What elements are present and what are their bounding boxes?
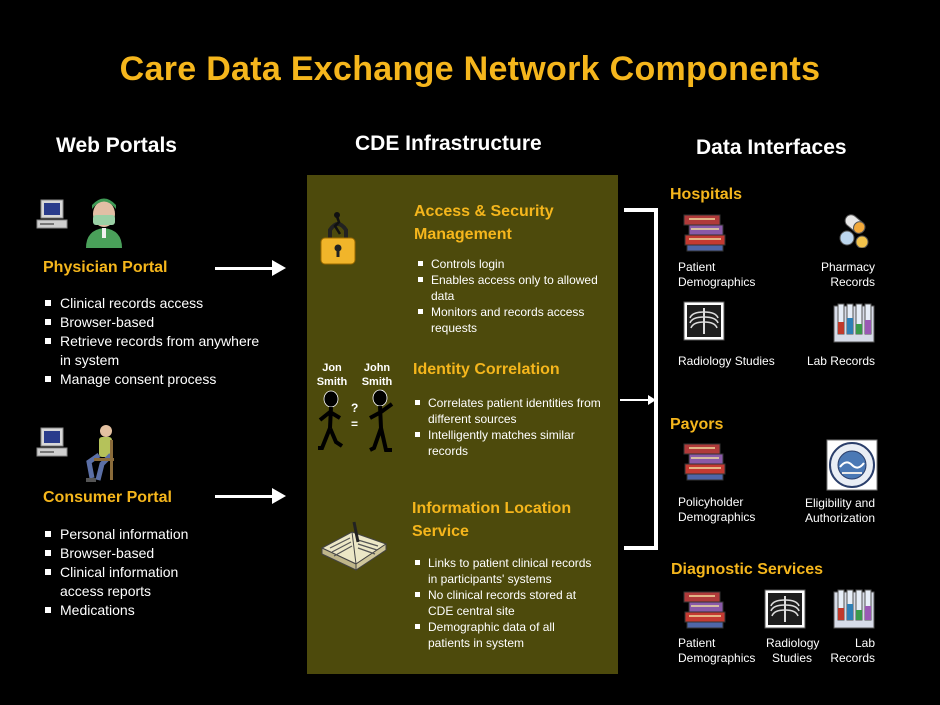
list-item: Intelligently matches similar records	[413, 427, 603, 459]
data-interfaces-heading: Data Interfaces	[696, 136, 847, 159]
computer-icon	[36, 199, 68, 229]
hospitals-radiology-studies: Radiology Studies	[678, 354, 775, 368]
page-title: Care Data Exchange Network Components	[119, 50, 821, 88]
list-item: Personal information	[43, 525, 213, 544]
consumer-arrow-head	[272, 488, 286, 504]
web-portals-heading: Web Portals	[56, 134, 177, 157]
records-books-icon	[683, 591, 726, 629]
access-security-list: Controls login Enables access only to al…	[416, 256, 606, 336]
diagnostic-radiology-studies: Radiology Studies	[766, 636, 820, 665]
payors-policyholder-demographics: Policyholder Demographics	[678, 495, 756, 524]
consumer-portal-title: Consumer Portal	[43, 489, 172, 506]
diagnostic-patient-demographics: Patient Demographics	[678, 636, 756, 665]
list-item: Links to patient clinical records in par…	[413, 555, 598, 587]
data-interface-bracket	[620, 208, 658, 550]
lab-tubes-icon	[833, 589, 875, 629]
consumer-arrow-line	[215, 495, 273, 498]
payors-eligibility-authorization: Eligibility and Authorization	[804, 496, 875, 525]
open-book-icon	[320, 521, 388, 571]
hospitals-title: Hospitals	[670, 186, 743, 203]
seated-person-icon	[86, 425, 114, 482]
physician-portal-title: Physician Portal	[43, 259, 168, 276]
lock-icon	[320, 212, 356, 265]
payors-title: Payors	[670, 416, 724, 433]
diagnostic-lab-records: Lab Records	[830, 636, 875, 665]
list-item: Correlates patient identities from diffe…	[413, 395, 603, 427]
physician-portal-list: Clinical records access Browser-based Re…	[43, 294, 263, 389]
physician-arrow-line	[215, 267, 273, 270]
hospitals-patient-demographics: Patient Demographics	[678, 260, 756, 289]
cde-infrastructure-box	[307, 175, 618, 674]
list-item: Controls login	[416, 256, 606, 272]
computer-icon	[36, 427, 68, 457]
diagnostic-services-title: Diagnostic Services	[671, 561, 824, 578]
xray-icon	[683, 301, 725, 341]
list-item: Manage consent process	[43, 370, 263, 389]
records-books-icon	[683, 214, 726, 252]
cde-infrastructure-heading: CDE Infrastructure	[355, 132, 542, 155]
question-mark: ?	[351, 401, 359, 415]
seal-logo	[826, 439, 878, 491]
identity-correlation-title: Identity Correlation	[413, 361, 560, 378]
list-item: Demographic data of all patients in syst…	[413, 619, 598, 651]
access-security-title: Access & Security Management	[414, 203, 554, 243]
list-item: Browser-based	[43, 313, 263, 332]
hospitals-lab-records: Lab Records	[806, 354, 875, 368]
lab-tubes-icon	[833, 303, 875, 343]
xray-icon	[764, 589, 806, 629]
information-location-title: Information Location Service	[412, 500, 572, 540]
list-item: Monitors and records access requests	[416, 304, 606, 336]
records-books-icon	[683, 443, 726, 481]
list-item: Browser-based	[43, 544, 213, 563]
person-label-jon: Jon Smith	[316, 362, 348, 388]
list-item: Clinical information access reports	[43, 563, 193, 601]
list-item: No clinical records stored at CDE centra…	[413, 587, 598, 619]
stick-figure-icon	[369, 389, 394, 452]
list-item: Retrieve records from anywhere in system	[43, 332, 263, 370]
list-item: Enables access only to allowed data	[416, 272, 606, 304]
equals-sign: =	[351, 417, 359, 431]
physician-arrow-head	[272, 260, 286, 276]
pills-icon	[839, 214, 869, 248]
list-item: Clinical records access	[43, 294, 263, 313]
information-location-list: Links to patient clinical records in par…	[413, 555, 598, 651]
identity-correlation-list: Correlates patient identities from diffe…	[413, 395, 603, 459]
person-label-john: John Smith	[361, 362, 393, 388]
surgeon-icon	[86, 198, 122, 248]
stick-figure-icon	[318, 390, 344, 450]
hospitals-pharmacy-records: Pharmacy Records	[820, 260, 875, 289]
consumer-portal-list: Personal information Browser-based Clini…	[43, 525, 213, 620]
list-item: Medications	[43, 601, 213, 620]
